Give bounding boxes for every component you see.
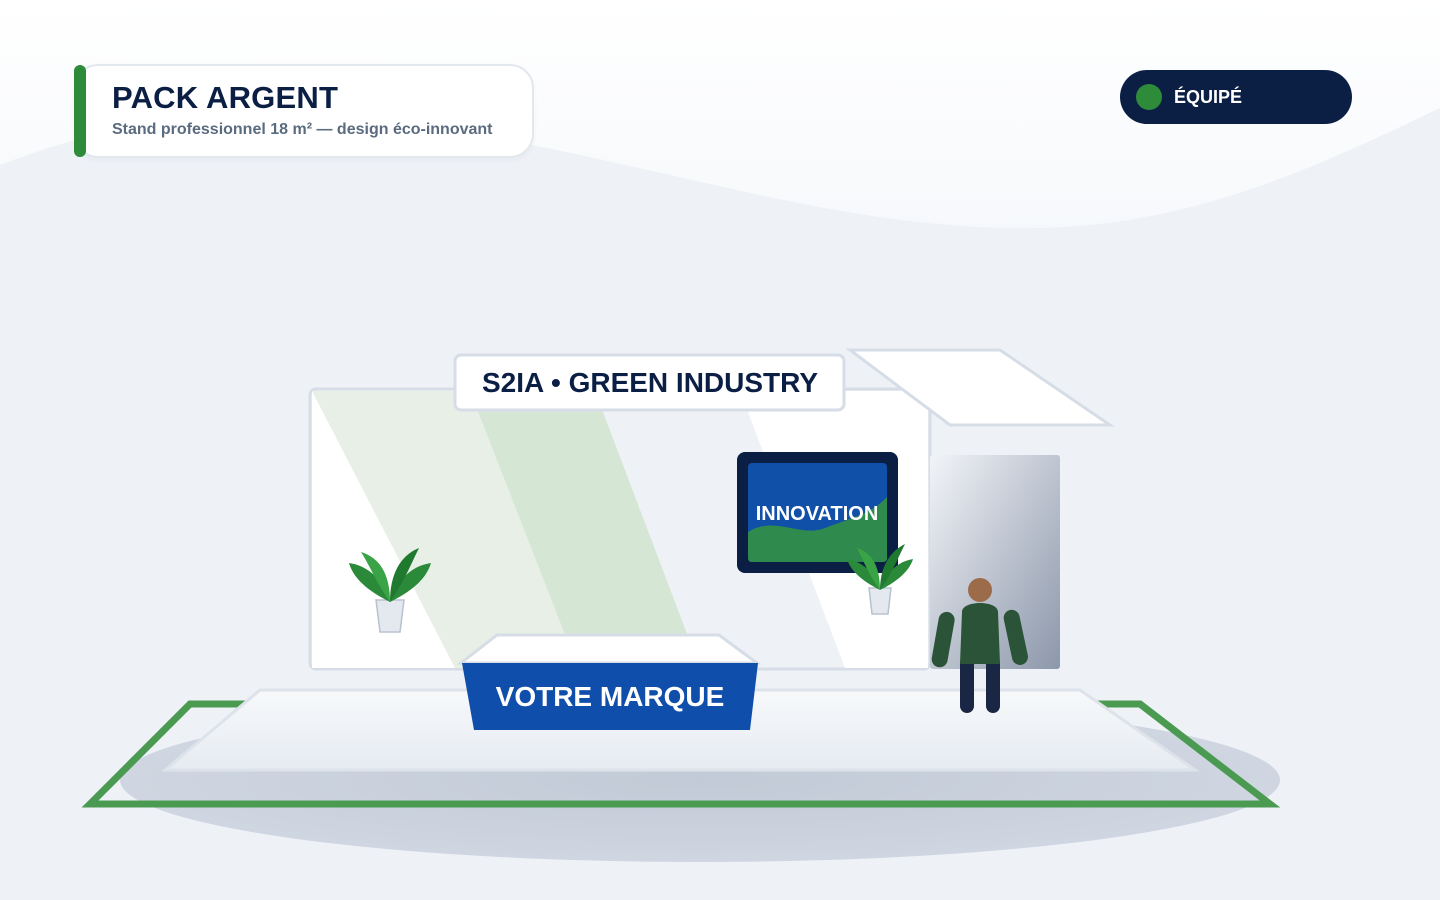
counter-top [456,633,762,665]
header-sign-text: S2IA • GREEN INDUSTRY [482,367,818,398]
potted-plant-icon [847,544,913,615]
counter-front [462,663,758,730]
pack-title-card: PACK ARGENT Stand professionnel 18 m² — … [74,64,534,158]
header-sign [453,353,846,412]
screen-text: INNOVATION [756,503,879,525]
counter-text: VOTRE MARQUE [496,681,725,712]
green-dot-icon [1136,84,1162,110]
person-figure [931,578,1028,713]
wall-white-panel [312,391,455,668]
screen-wave [748,497,887,562]
wall-light-panel-left [312,391,578,668]
status-label: ÉQUIPÉ [1174,87,1243,107]
pack-subtitle: Stand professionnel 18 m² — design éco-i… [112,121,493,138]
title-accent-bar [74,65,86,157]
pack-title: PACK ARGENT [112,80,339,115]
canopy [845,348,1115,427]
wall-light-panel [470,391,700,668]
status-badge: ÉQUIPÉ [1120,70,1352,124]
potted-plant-icon [349,548,431,633]
